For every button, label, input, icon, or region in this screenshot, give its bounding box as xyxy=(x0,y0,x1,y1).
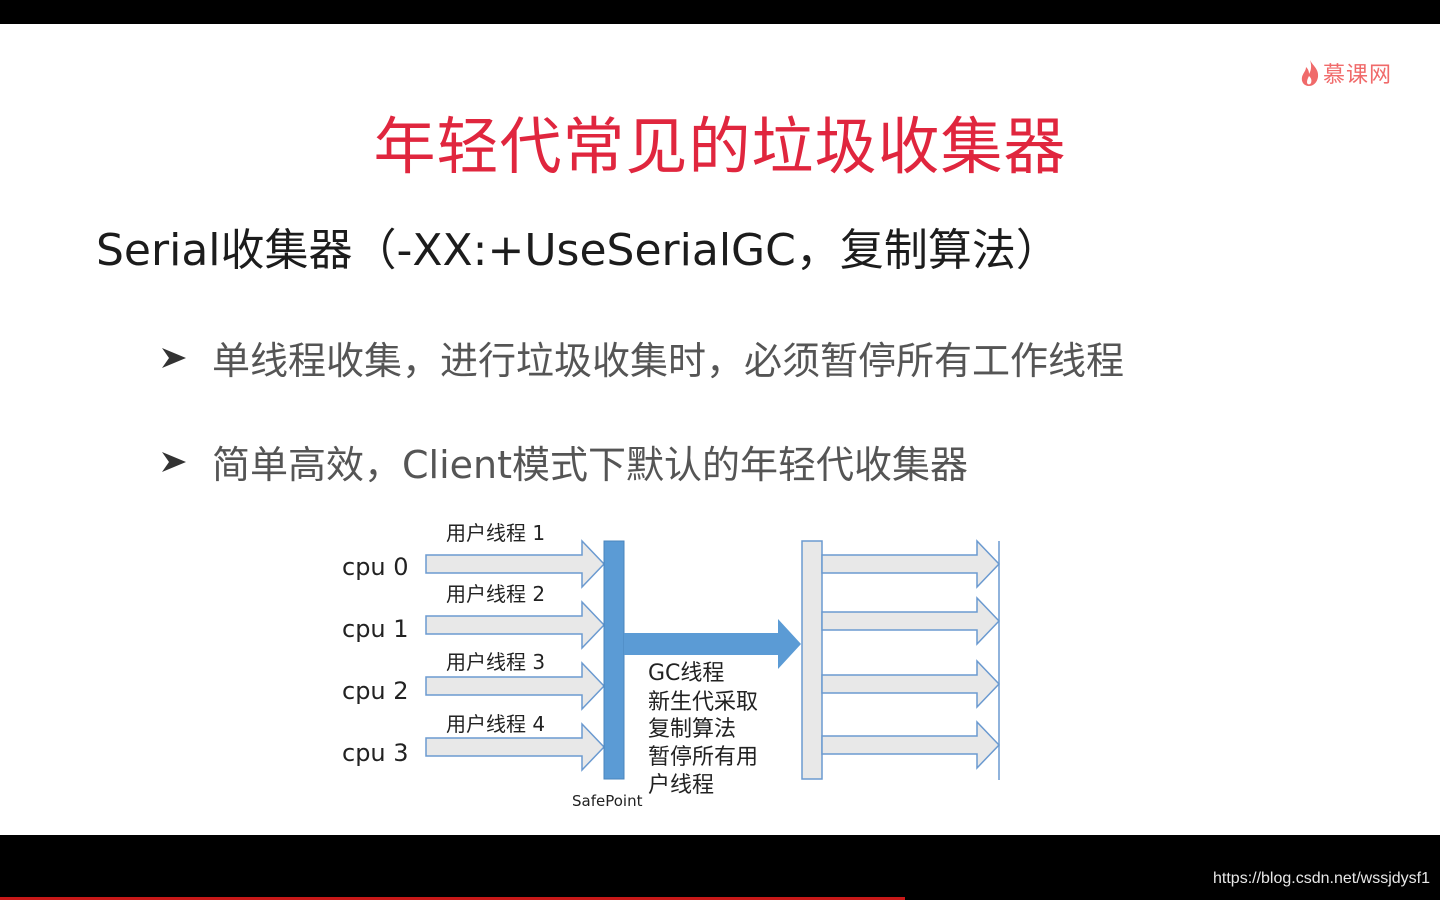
bullet-arrow-icon xyxy=(160,345,190,371)
brand-name: 慕课网 xyxy=(1323,63,1393,88)
bullet-text: 单线程收集，进行垃圾收集时，必须暂停所有工作线程 xyxy=(212,339,1125,383)
watermark: https://blog.csdn.net/wssjdysf1 xyxy=(1213,870,1430,887)
bullet-item: 简单高效，Client模式下默认的年轻代收集器 xyxy=(160,434,968,489)
cpu-label: cpu 0 xyxy=(342,553,409,581)
thread-arrow xyxy=(821,596,1001,646)
thread-arrow xyxy=(425,661,606,711)
gc-text-line: 复制算法 xyxy=(648,717,736,742)
gc-arrow xyxy=(624,619,801,669)
safepoint-label: SafePoint xyxy=(572,792,643,810)
thread-arrow xyxy=(425,539,606,589)
thread-arrow xyxy=(425,600,606,650)
thread-label: 用户线程 1 xyxy=(446,521,545,545)
gc-text-line: 暂停所有用 xyxy=(648,745,758,770)
brand-logo: 慕课网 xyxy=(1300,56,1392,90)
slide-title: 年轻代常见的垃圾收集器 xyxy=(373,110,1067,183)
gc-text-line: GC线程 xyxy=(648,661,724,686)
thread-label: 用户线程 2 xyxy=(446,582,545,606)
cpu-label: cpu 1 xyxy=(342,615,409,643)
top-letterbox xyxy=(0,0,1440,24)
bullet-arrow-icon xyxy=(160,449,190,475)
serial-gc-diagram: cpu 0 cpu 1 cpu 2 cpu 3 用户线程 1 用户线程 2 用户… xyxy=(342,521,1001,810)
bottom-letterbox xyxy=(0,835,1440,900)
gc-text-line: 新生代采取 xyxy=(648,690,758,715)
gc-text-line: 户线程 xyxy=(648,773,714,798)
thread-arrow xyxy=(821,539,1001,589)
bullet-item: 单线程收集，进行垃圾收集时，必须暂停所有工作线程 xyxy=(160,330,1124,385)
thread-arrow xyxy=(425,722,606,772)
thread-label: 用户线程 4 xyxy=(446,712,545,736)
resume-bar xyxy=(801,540,823,780)
slide-heading: Serial收集器（-XX:+UseSerialGC，复制算法） xyxy=(96,225,1060,276)
flame-icon xyxy=(1300,59,1320,87)
cpu-label: cpu 2 xyxy=(342,677,409,705)
safepoint-bar xyxy=(603,540,625,780)
thread-label: 用户线程 3 xyxy=(446,650,545,674)
thread-arrow xyxy=(821,659,1001,709)
cpu-label: cpu 3 xyxy=(342,739,409,767)
thread-arrow xyxy=(821,720,1001,770)
bullet-text: 简单高效，Client模式下默认的年轻代收集器 xyxy=(212,443,969,487)
video-progress-bar[interactable] xyxy=(0,897,905,900)
slide: 慕课网 年轻代常见的垃圾收集器 Serial收集器（-XX:+UseSerial… xyxy=(0,24,1440,835)
